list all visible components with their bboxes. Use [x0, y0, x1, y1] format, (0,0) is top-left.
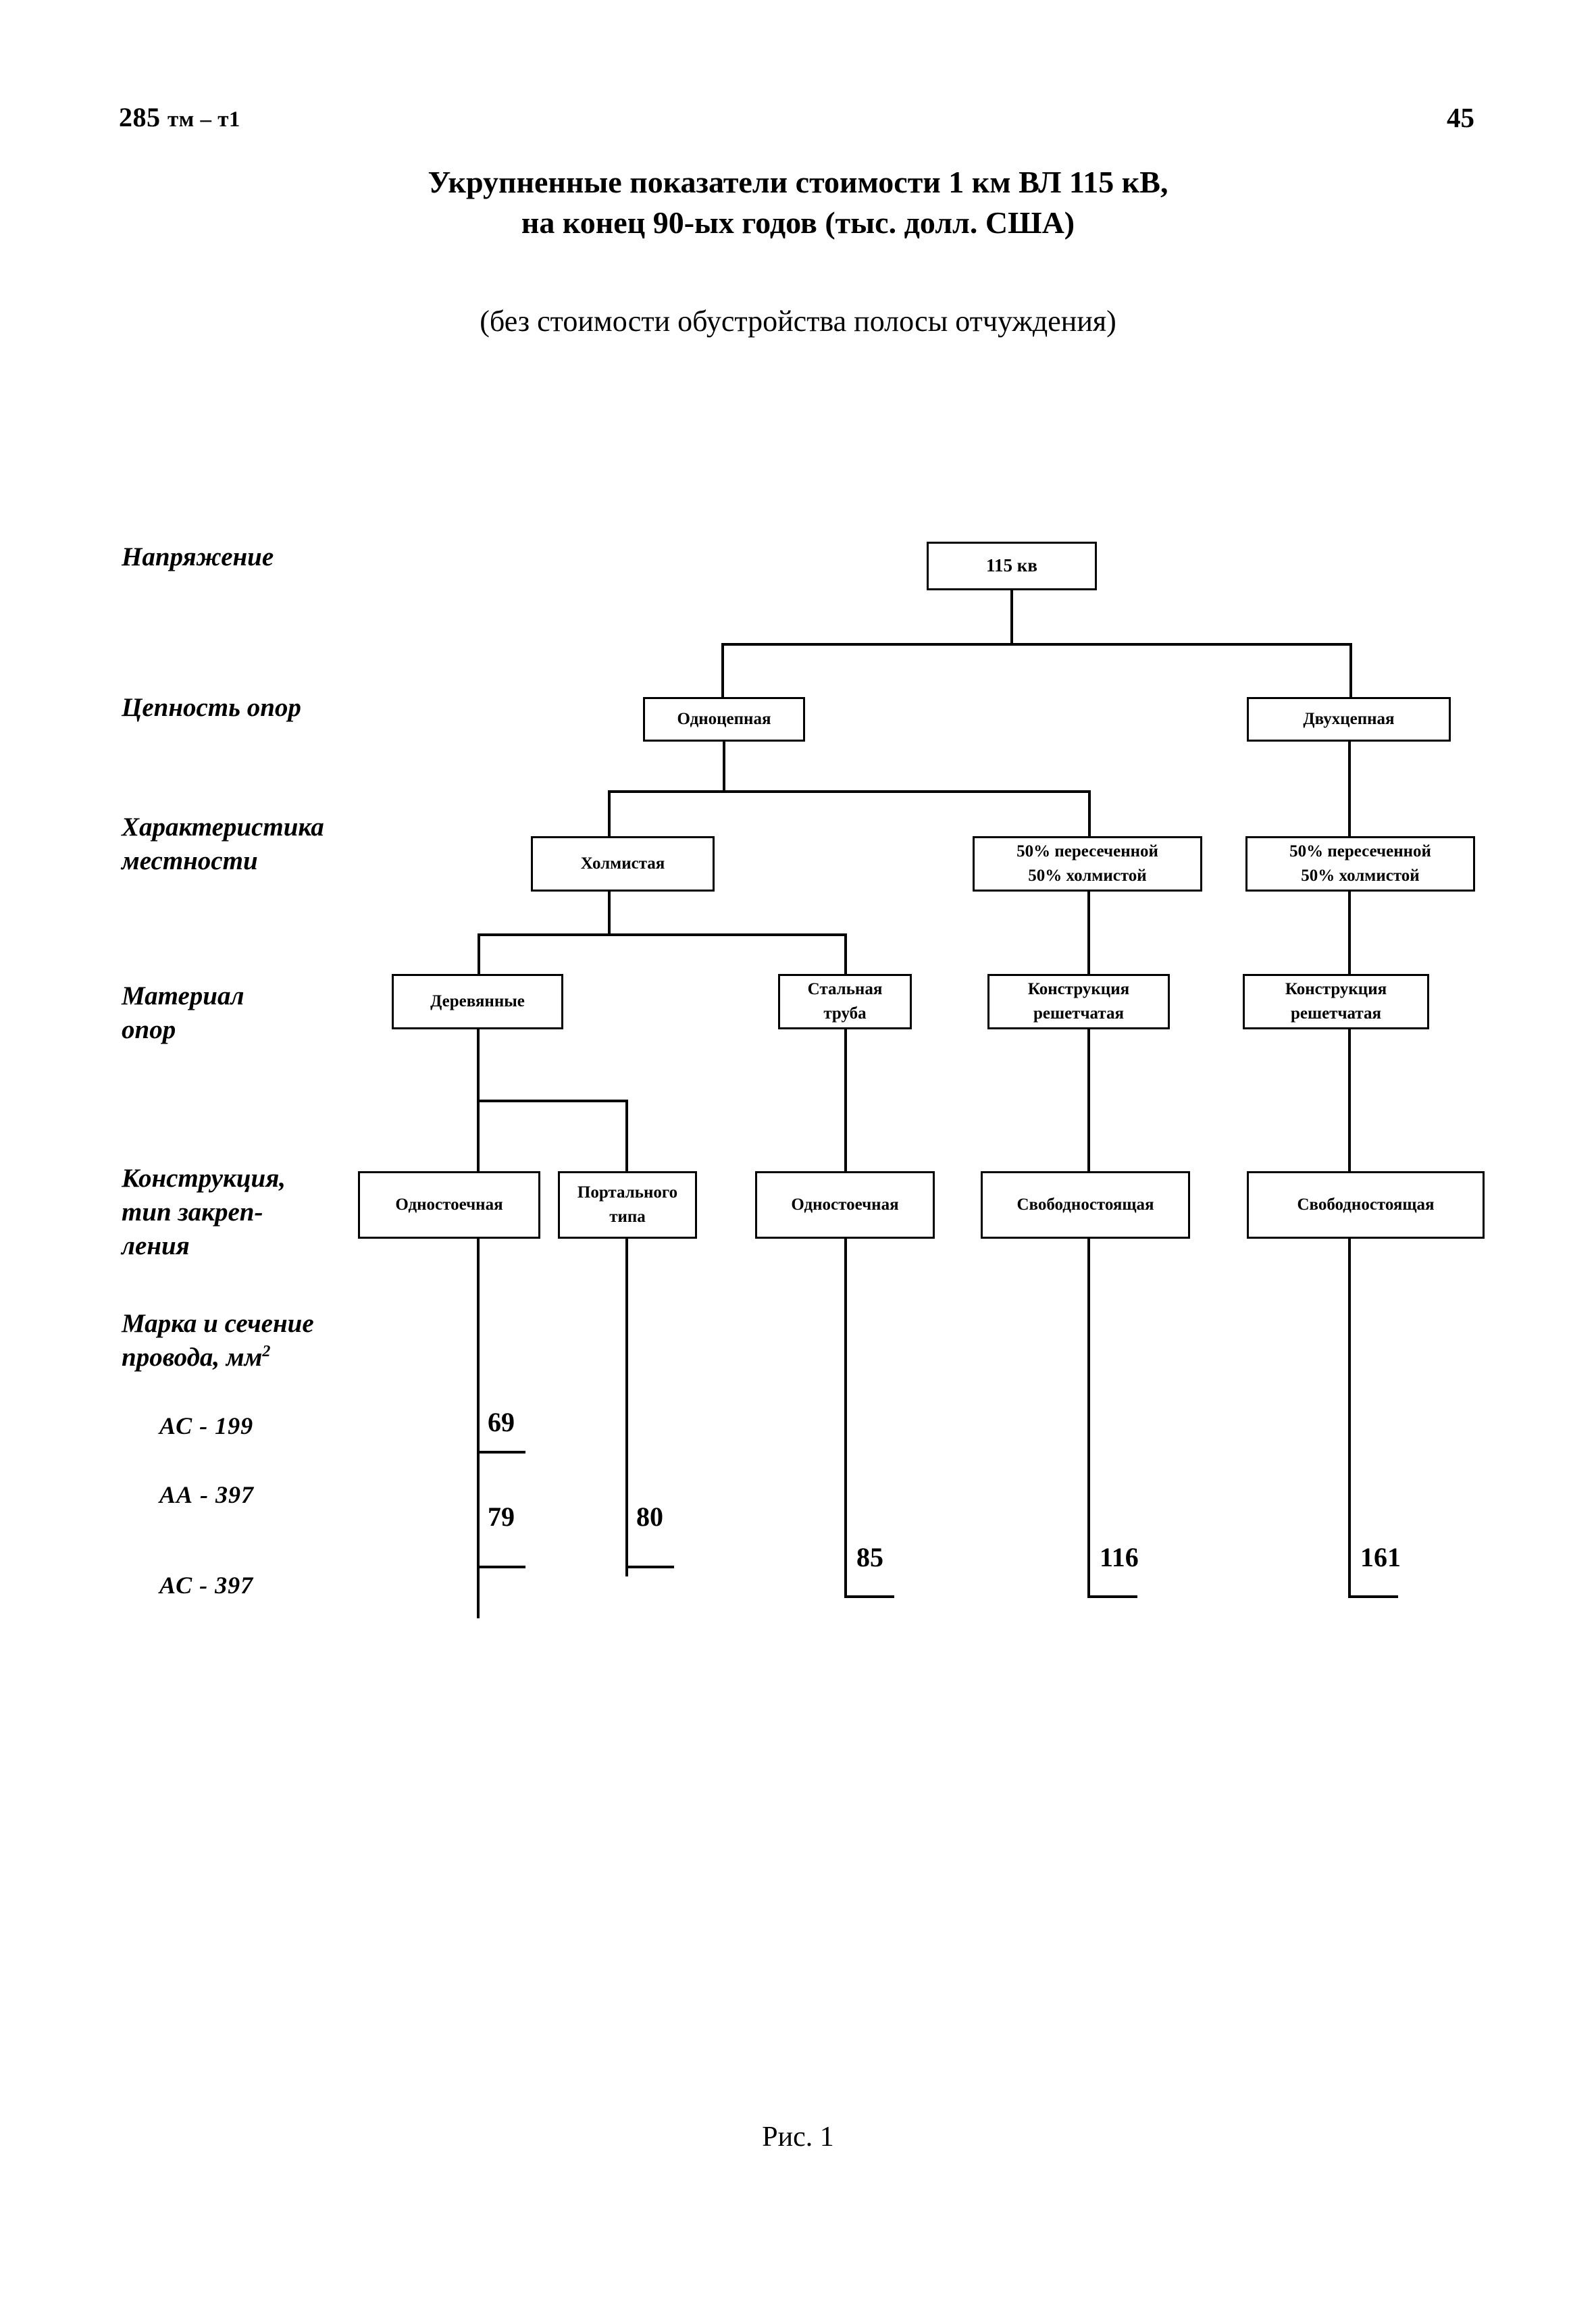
row-label-material: Материал опор [122, 979, 244, 1047]
running-head-suffix: тм – т1 [168, 107, 240, 132]
page-title-line1: Укрупненные показатели стоимости 1 км ВЛ… [428, 165, 1168, 199]
row-label-construction: Конструкция, тип закреп- ления [122, 1162, 286, 1263]
connector-wood-to-portal [625, 1100, 628, 1174]
connector-terrain-bus [608, 790, 1091, 793]
connector-root-down [1010, 590, 1013, 646]
node-material-steel-line1: Стальная [807, 979, 883, 998]
row-label-wire-superscript: 2 [262, 1342, 271, 1360]
node-material-lattice-b-line2: решетчатая [1290, 1004, 1382, 1023]
wire-row-label-ac397: АС - 397 [159, 1572, 254, 1599]
node-construction-freestanding-b[interactable]: Свободностоящая [1247, 1171, 1485, 1239]
node-material-steel-line2: труба [823, 1004, 867, 1023]
value-label-80: 80 [636, 1501, 663, 1532]
value-tick-col1-ac199 [477, 1451, 525, 1454]
node-material-steel[interactable]: Стальная труба [778, 974, 912, 1029]
page-number: 45 [1447, 102, 1474, 133]
row-label-terrain: Характеристика местности [122, 811, 324, 878]
node-construction-single-pole-b[interactable]: Одностоечная [755, 1171, 935, 1239]
page-title-line2: на конец 90-ых годов (тыс. долл. США) [521, 205, 1075, 240]
value-stem-col2 [625, 1239, 628, 1576]
connector-mixed-a-down [1087, 892, 1090, 977]
node-terrain-mixed-b[interactable]: 50% пересеченной 50% холмистой [1245, 836, 1475, 892]
value-label-116: 116 [1100, 1542, 1139, 1572]
node-terrain-mixed-a-line1: 50% пересеченной [1016, 842, 1158, 860]
node-material-lattice-a-line2: решетчатая [1033, 1004, 1125, 1023]
row-label-terrain-line2: местности [122, 846, 258, 875]
node-circuit-single[interactable]: Одноцепная [643, 697, 805, 742]
node-terrain-mixed-a-line2: 50% холмистой [1028, 867, 1147, 885]
node-material-lattice-a[interactable]: Конструкция решетчатая [987, 974, 1170, 1029]
node-material-lattice-b-line1: Конструкция [1285, 979, 1387, 998]
connector-steel-down [844, 1029, 847, 1174]
node-material-wood[interactable]: Деревянные [392, 974, 563, 1029]
value-tick-col4-ac397 [1087, 1595, 1137, 1598]
value-tick-col1-ac397 [477, 1566, 525, 1568]
row-label-material-line1: Материал [122, 981, 244, 1010]
node-circuit-double[interactable]: Двухцепная [1247, 697, 1451, 742]
row-label-circuit-count: Цепность опор [122, 693, 301, 722]
connector-mixed-b-down [1348, 892, 1351, 977]
running-head-left: 285 тм – т1 [119, 101, 240, 133]
figure-caption: Рис. 1 [762, 2122, 834, 2153]
value-stem-col5 [1348, 1239, 1351, 1598]
connector-lattice-b-down [1348, 1029, 1351, 1174]
node-terrain-mixed-b-line1: 50% пересеченной [1289, 842, 1431, 860]
row-label-terrain-line1: Характеристика [122, 813, 324, 842]
value-stem-col1 [477, 1239, 480, 1618]
wire-row-label-aa397: АА - 397 [159, 1481, 255, 1508]
node-construction-portal-line2: типа [609, 1208, 646, 1226]
node-construction-portal[interactable]: Портального типа [558, 1171, 697, 1239]
value-tick-col5-ac397 [1348, 1595, 1398, 1598]
row-label-wire: Марка и сечение провода, мм2 [122, 1307, 314, 1374]
value-tick-col3-ac397 [844, 1595, 894, 1598]
node-terrain-hilly[interactable]: Холмистая [531, 836, 715, 892]
connector-bus-to-double [1349, 643, 1352, 697]
value-stem-col3 [844, 1239, 847, 1598]
row-label-material-line2: опор [122, 1014, 176, 1044]
node-construction-portal-line1: Портального [577, 1183, 678, 1202]
row-label-wire-line1: Марка и сечение [122, 1309, 314, 1338]
value-label-79: 79 [488, 1501, 515, 1532]
wire-row-label-ac199: АС - 199 [159, 1412, 254, 1439]
running-head-number: 285 [119, 102, 161, 132]
row-label-wire-line2: провода, мм2 [122, 1342, 271, 1372]
value-label-85: 85 [856, 1542, 883, 1572]
node-terrain-mixed-b-line2: 50% холмистой [1301, 867, 1420, 885]
connector-lattice-a-down [1087, 1029, 1090, 1174]
row-label-construction-line1: Конструкция, [122, 1164, 286, 1193]
connector-double-down [1348, 742, 1351, 839]
node-material-lattice-a-line1: Конструкция [1027, 979, 1130, 998]
value-label-161: 161 [1360, 1542, 1401, 1572]
connector-bus-to-wood [478, 933, 480, 977]
connector-material-bus [478, 933, 847, 936]
connector-bus-to-hilly [608, 790, 611, 839]
row-label-construction-line2: тип закреп- [122, 1197, 263, 1227]
connector-level1-bus [721, 643, 1352, 646]
page-subtitle: (без стоимости обустройства полосы отчуж… [480, 305, 1116, 338]
node-construction-single-pole-a[interactable]: Одностоечная [358, 1171, 540, 1239]
connector-hilly-down [608, 892, 611, 936]
node-terrain-mixed-a[interactable]: 50% пересеченной 50% холмистой [973, 836, 1202, 892]
node-voltage-115kv[interactable]: 115 кв [927, 542, 1097, 590]
value-tick-col2-ac397 [625, 1566, 674, 1568]
connector-bus-to-steel [844, 933, 847, 977]
connector-bus-to-single [721, 643, 724, 697]
node-construction-freestanding-a[interactable]: Свободностоящая [981, 1171, 1190, 1239]
value-label-69: 69 [488, 1407, 515, 1437]
node-material-lattice-b[interactable]: Конструкция решетчатая [1243, 974, 1429, 1029]
connector-bus-to-mixed-a [1088, 790, 1091, 839]
value-stem-col4 [1087, 1239, 1090, 1598]
row-label-voltage: Напряжение [122, 542, 274, 571]
connector-single-down [723, 742, 725, 793]
connector-wood-branch-right [477, 1100, 627, 1102]
row-label-construction-line3: ления [122, 1231, 190, 1260]
